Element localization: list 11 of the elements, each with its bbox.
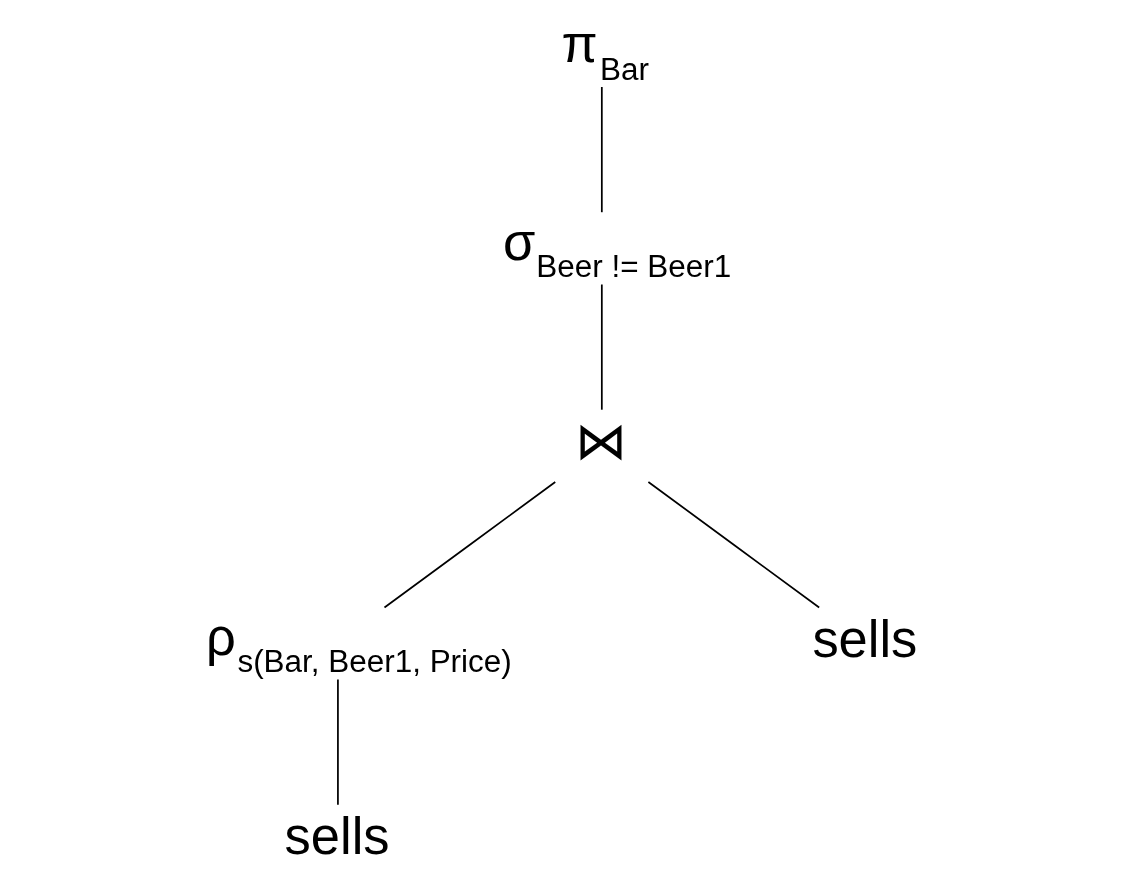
node-text: ρ$_{s(Bar, Beer1, Price)}$ [205,607,512,680]
node-text: sells [812,609,918,668]
connector [337,678,339,806]
connector [600,283,603,411]
node-text: σ$_{Beer != Beer1}$ [503,212,732,285]
node-text: π$_{Bar}$ [561,15,649,87]
connector [647,481,821,609]
node-text: ⋈ [574,412,627,471]
node-text: sells [284,807,390,866]
connector [600,86,603,214]
connector [383,481,557,609]
